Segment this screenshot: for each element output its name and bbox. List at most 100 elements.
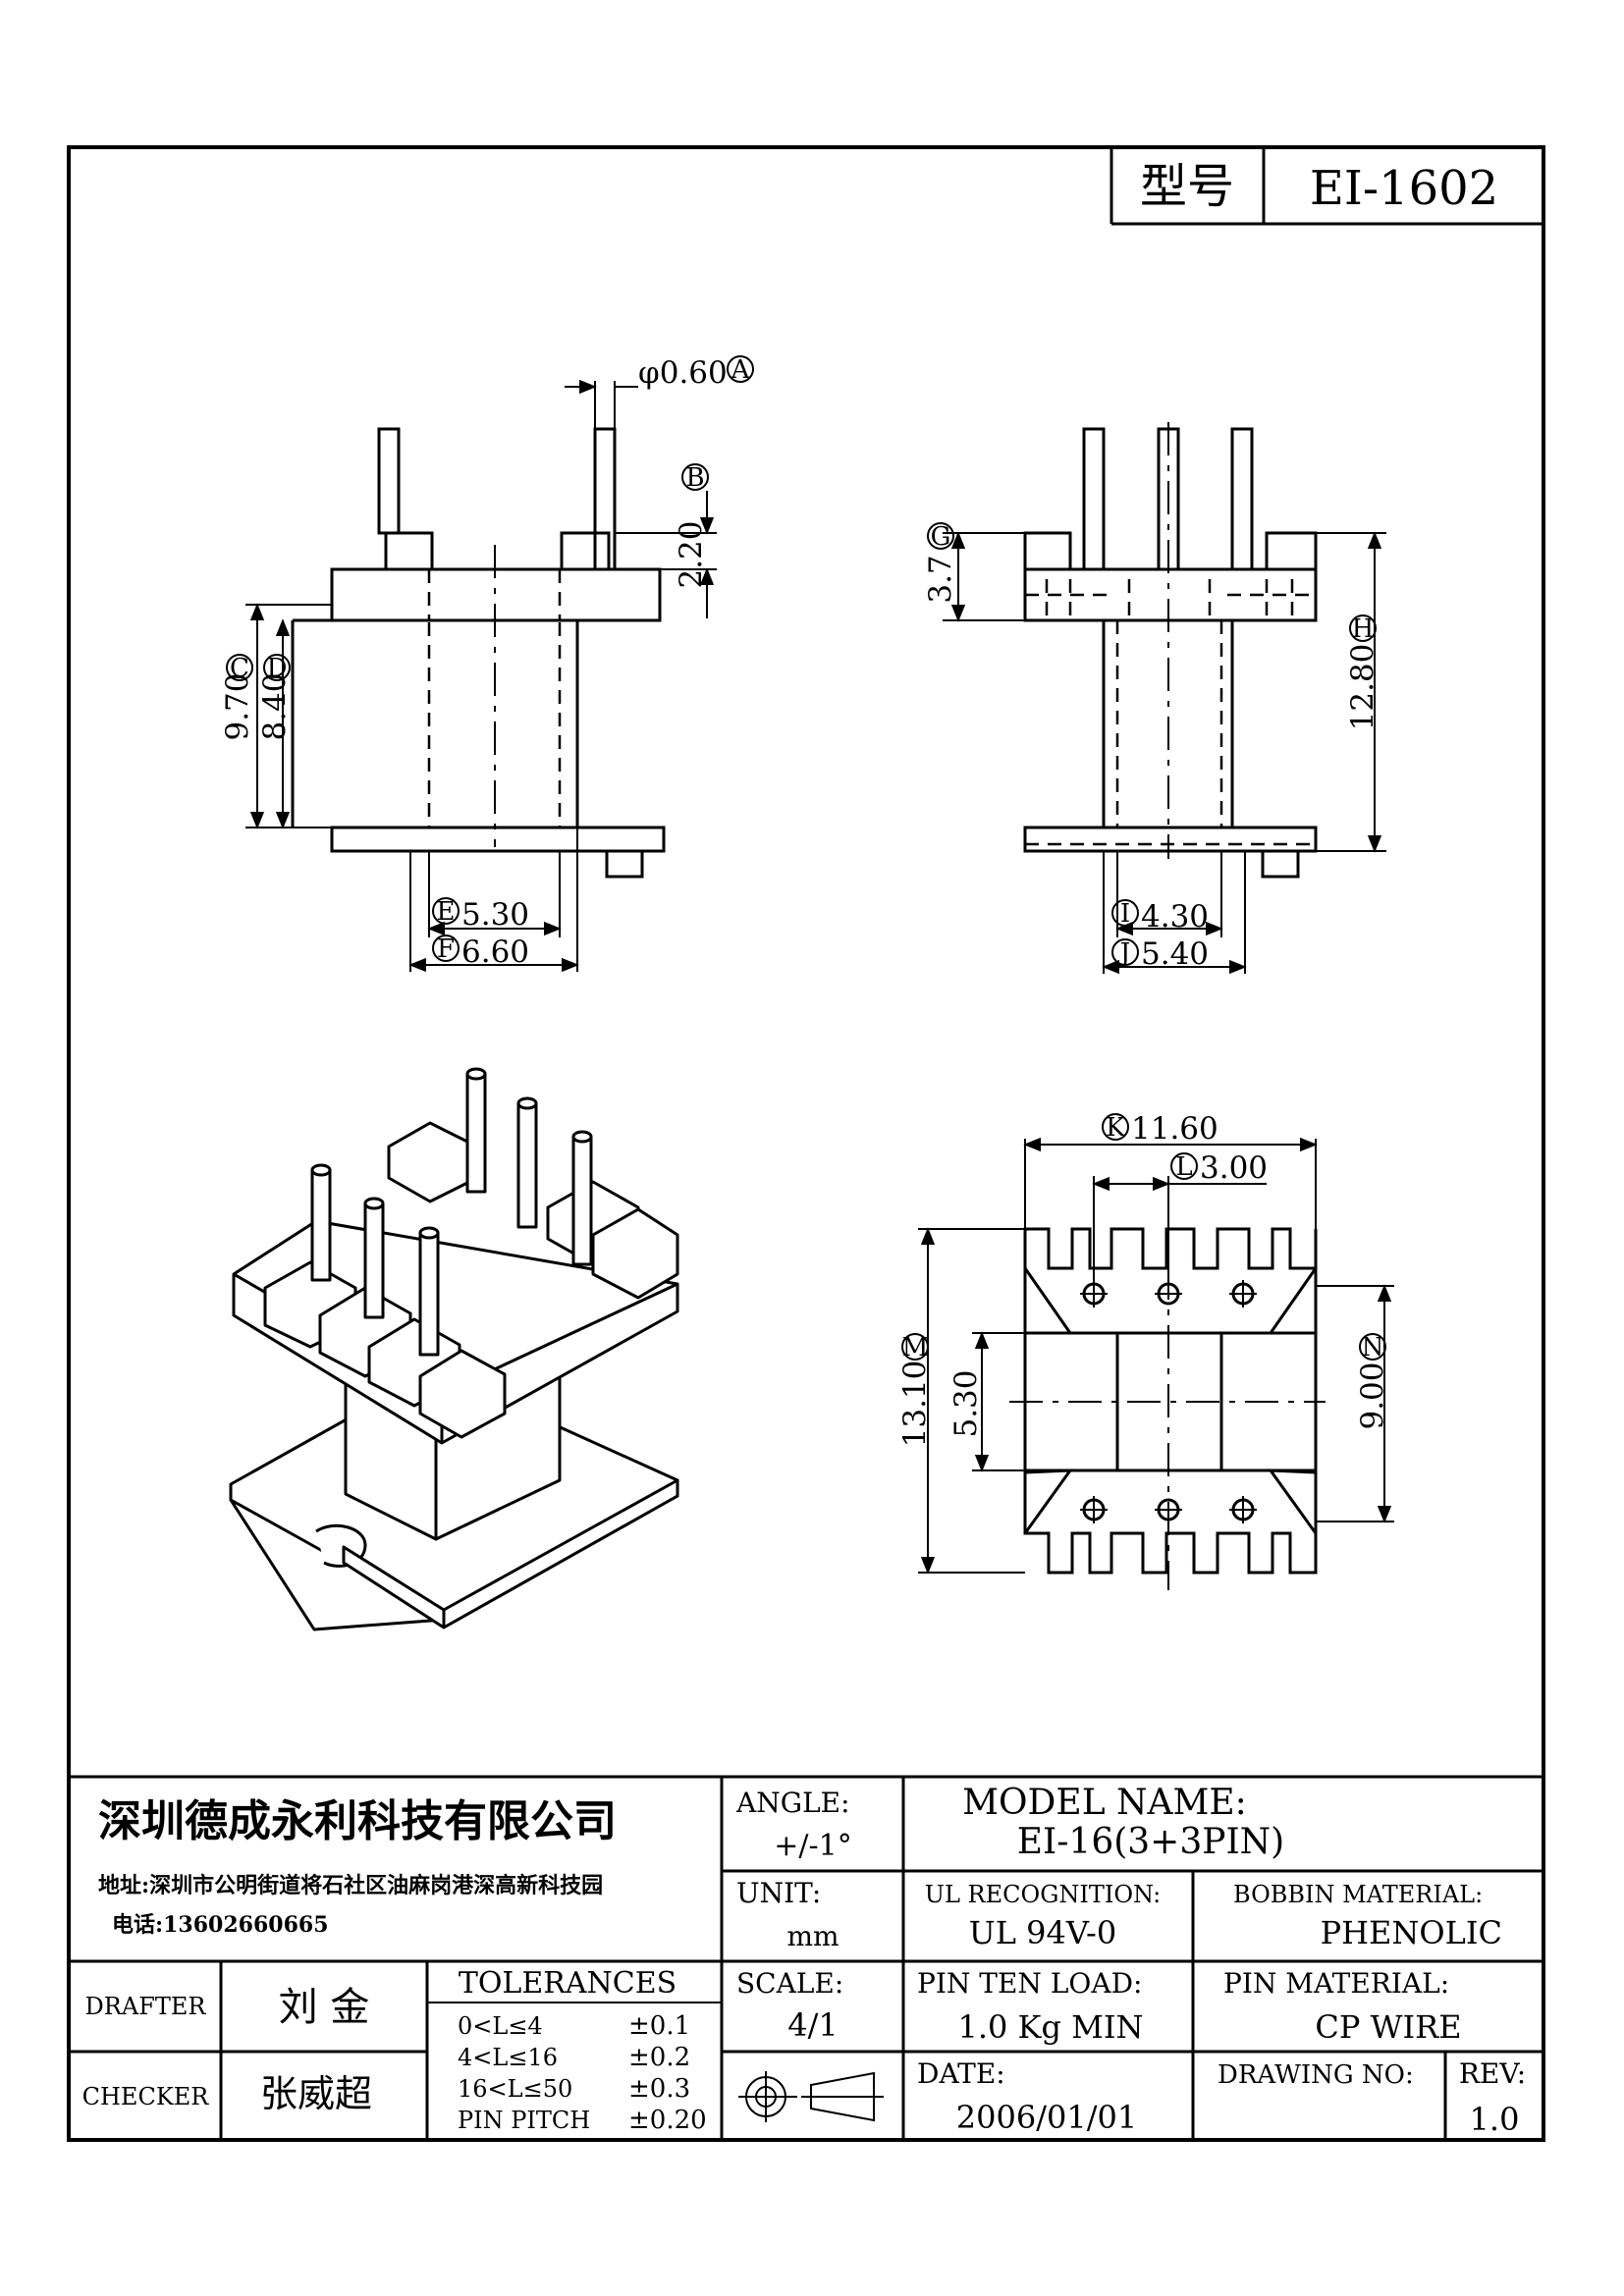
model-type-value: EI-1602 — [1310, 161, 1498, 216]
svg-text:G: G — [931, 522, 951, 552]
pin — [1230, 427, 1254, 571]
dim-G-callout: G — [927, 522, 954, 552]
checker-label: CHECKER — [82, 2083, 210, 2110]
dim-A-value: φ0.60 — [638, 355, 728, 391]
pin-hole — [1080, 1496, 1108, 1523]
drawing-no-label: DRAWING NO: — [1218, 2060, 1414, 2090]
dim-N-value: 9.00 — [1355, 1362, 1390, 1429]
svg-text:±0.1: ±0.1 — [628, 2011, 690, 2041]
pin — [377, 427, 401, 535]
rev-value: 1.0 — [1470, 2101, 1520, 2138]
drafter-label: DRAFTER — [85, 1993, 207, 2020]
unit-label: UNIT: — [736, 1877, 821, 1909]
svg-text:PIN PITCH: PIN PITCH — [458, 2107, 590, 2134]
dim-E-value: 5.30 — [461, 897, 529, 933]
svg-text:K: K — [1106, 1113, 1125, 1143]
angle-value: +/-1° — [774, 1829, 851, 1863]
dim-B-value: 2.20 — [674, 520, 709, 588]
pin-hole — [1155, 1498, 1182, 1522]
dim-F-callout: F — [432, 934, 460, 964]
pin — [310, 1163, 332, 1282]
dim-H-value: 12.80 — [1345, 644, 1380, 731]
svg-text:±0.3: ±0.3 — [628, 2074, 690, 2104]
rev-label: REV: — [1459, 2057, 1526, 2090]
projection-symbol — [738, 2071, 884, 2122]
dim-J-value: 5.40 — [1141, 936, 1209, 972]
dim-E-callout: E — [432, 897, 460, 927]
dim-F-value: 6.60 — [461, 934, 529, 970]
pin-hole — [1155, 1282, 1182, 1306]
dim-K-value: 11.60 — [1131, 1111, 1218, 1147]
company-phone: 电话:13602660665 — [112, 1912, 329, 1938]
title-block: 深圳德成永利科技有限公司 地址:深圳市公明街道将石社区油麻岗港深高新科技园 电话… — [69, 1775, 1543, 2140]
tolerance-row: 0<L≤4 ±0.1 — [458, 2011, 690, 2041]
dim-A-callout: A — [727, 355, 754, 385]
svg-text:±0.2: ±0.2 — [628, 2043, 690, 2072]
unit-value: mm — [786, 1920, 839, 1952]
dim-D-value: 8.40 — [257, 672, 293, 740]
dim-D-callout: D — [263, 654, 291, 683]
dim-bottom-height-value: 5.30 — [948, 1369, 984, 1437]
pin — [593, 427, 617, 571]
tolerance-row: PIN PITCH ±0.20 — [458, 2106, 707, 2135]
pin-hole — [1229, 1280, 1257, 1308]
model-name-label: MODEL NAME: — [962, 1783, 1247, 1823]
svg-text:0<L≤4: 0<L≤4 — [458, 2012, 543, 2040]
dim-L-callout: L — [1170, 1152, 1198, 1182]
company-name: 深圳德成永利科技有限公司 — [98, 1796, 617, 1846]
svg-text:±0.20: ±0.20 — [628, 2106, 707, 2135]
tolerance-row: 4<L≤16 ±0.2 — [458, 2043, 690, 2072]
dim-I-value: 4.30 — [1141, 899, 1209, 934]
isometric-view — [229, 1067, 679, 1631]
pin — [571, 1130, 593, 1266]
ul-label: UL RECOGNITION: — [925, 1881, 1161, 1908]
front-view: φ0.60 A 2.20 B 9.70 8.40 C D E 5.30 F 6.… — [220, 355, 754, 973]
model-type-label: 型号 — [1140, 159, 1234, 214]
dim-M-value: 13.10 — [897, 1361, 933, 1448]
svg-text:L: L — [1175, 1152, 1192, 1182]
dim-C-value: 9.70 — [220, 672, 255, 740]
svg-text:E: E — [437, 897, 456, 927]
scale-label: SCALE: — [736, 1967, 843, 2000]
svg-text:H: H — [1352, 614, 1375, 644]
drawing-border — [67, 145, 1545, 2142]
pin-hole — [1229, 1496, 1257, 1523]
pin-load-label: PIN TEN LOAD: — [917, 1967, 1142, 2000]
pin — [418, 1226, 440, 1357]
svg-text:D: D — [267, 654, 288, 683]
svg-text:I: I — [1120, 899, 1130, 929]
svg-text:C: C — [230, 654, 249, 683]
dim-H-callout: H — [1349, 614, 1377, 644]
svg-text:F: F — [437, 934, 455, 964]
pin — [516, 1096, 538, 1229]
svg-text:M: M — [902, 1333, 929, 1362]
svg-text:B: B — [685, 463, 704, 493]
angle-label: ANGLE: — [735, 1787, 850, 1819]
bottom-view: K 11.60 L 3.00 13.10 M 5.30 9.00 N — [897, 1111, 1394, 1590]
scale-value: 4/1 — [787, 2006, 839, 2044]
dim-M-callout: M — [901, 1333, 929, 1362]
dim-N-callout: N — [1359, 1333, 1386, 1362]
ul-value: UL 94V-0 — [969, 1914, 1116, 1951]
svg-text:N: N — [1362, 1333, 1384, 1362]
dim-L-value: 3.00 — [1200, 1150, 1268, 1186]
svg-text:J: J — [1117, 938, 1130, 968]
date-value: 2006/01/01 — [956, 2099, 1137, 2136]
model-name-value: EI-16(3+3PIN) — [1017, 1822, 1284, 1862]
date-label: DATE: — [917, 2057, 1005, 2090]
dim-C-callout: C — [226, 654, 253, 683]
dim-K-callout: K — [1102, 1113, 1129, 1143]
svg-text:4<L≤16: 4<L≤16 — [458, 2044, 558, 2071]
dim-B-callout: B — [681, 463, 709, 493]
pin-material-value: CP WIRE — [1315, 2008, 1461, 2046]
side-view: 3.7 G 12.80 H I 4.30 J 5.40 — [923, 422, 1386, 975]
bobbin-material-value: PHENOLIC — [1321, 1914, 1502, 1951]
svg-text:16<L≤50: 16<L≤50 — [458, 2075, 572, 2103]
company-address: 地址:深圳市公明街道将石社区油麻岗港深高新科技园 — [98, 1873, 603, 1898]
pin — [363, 1197, 385, 1319]
pin-material-label: PIN MATERIAL: — [1223, 1967, 1449, 2000]
pin — [465, 1067, 487, 1194]
bobbin-material-label: BOBBIN MATERIAL: — [1233, 1881, 1483, 1908]
checker-name: 张威超 — [260, 2072, 372, 2115]
svg-text:A: A — [731, 355, 751, 385]
